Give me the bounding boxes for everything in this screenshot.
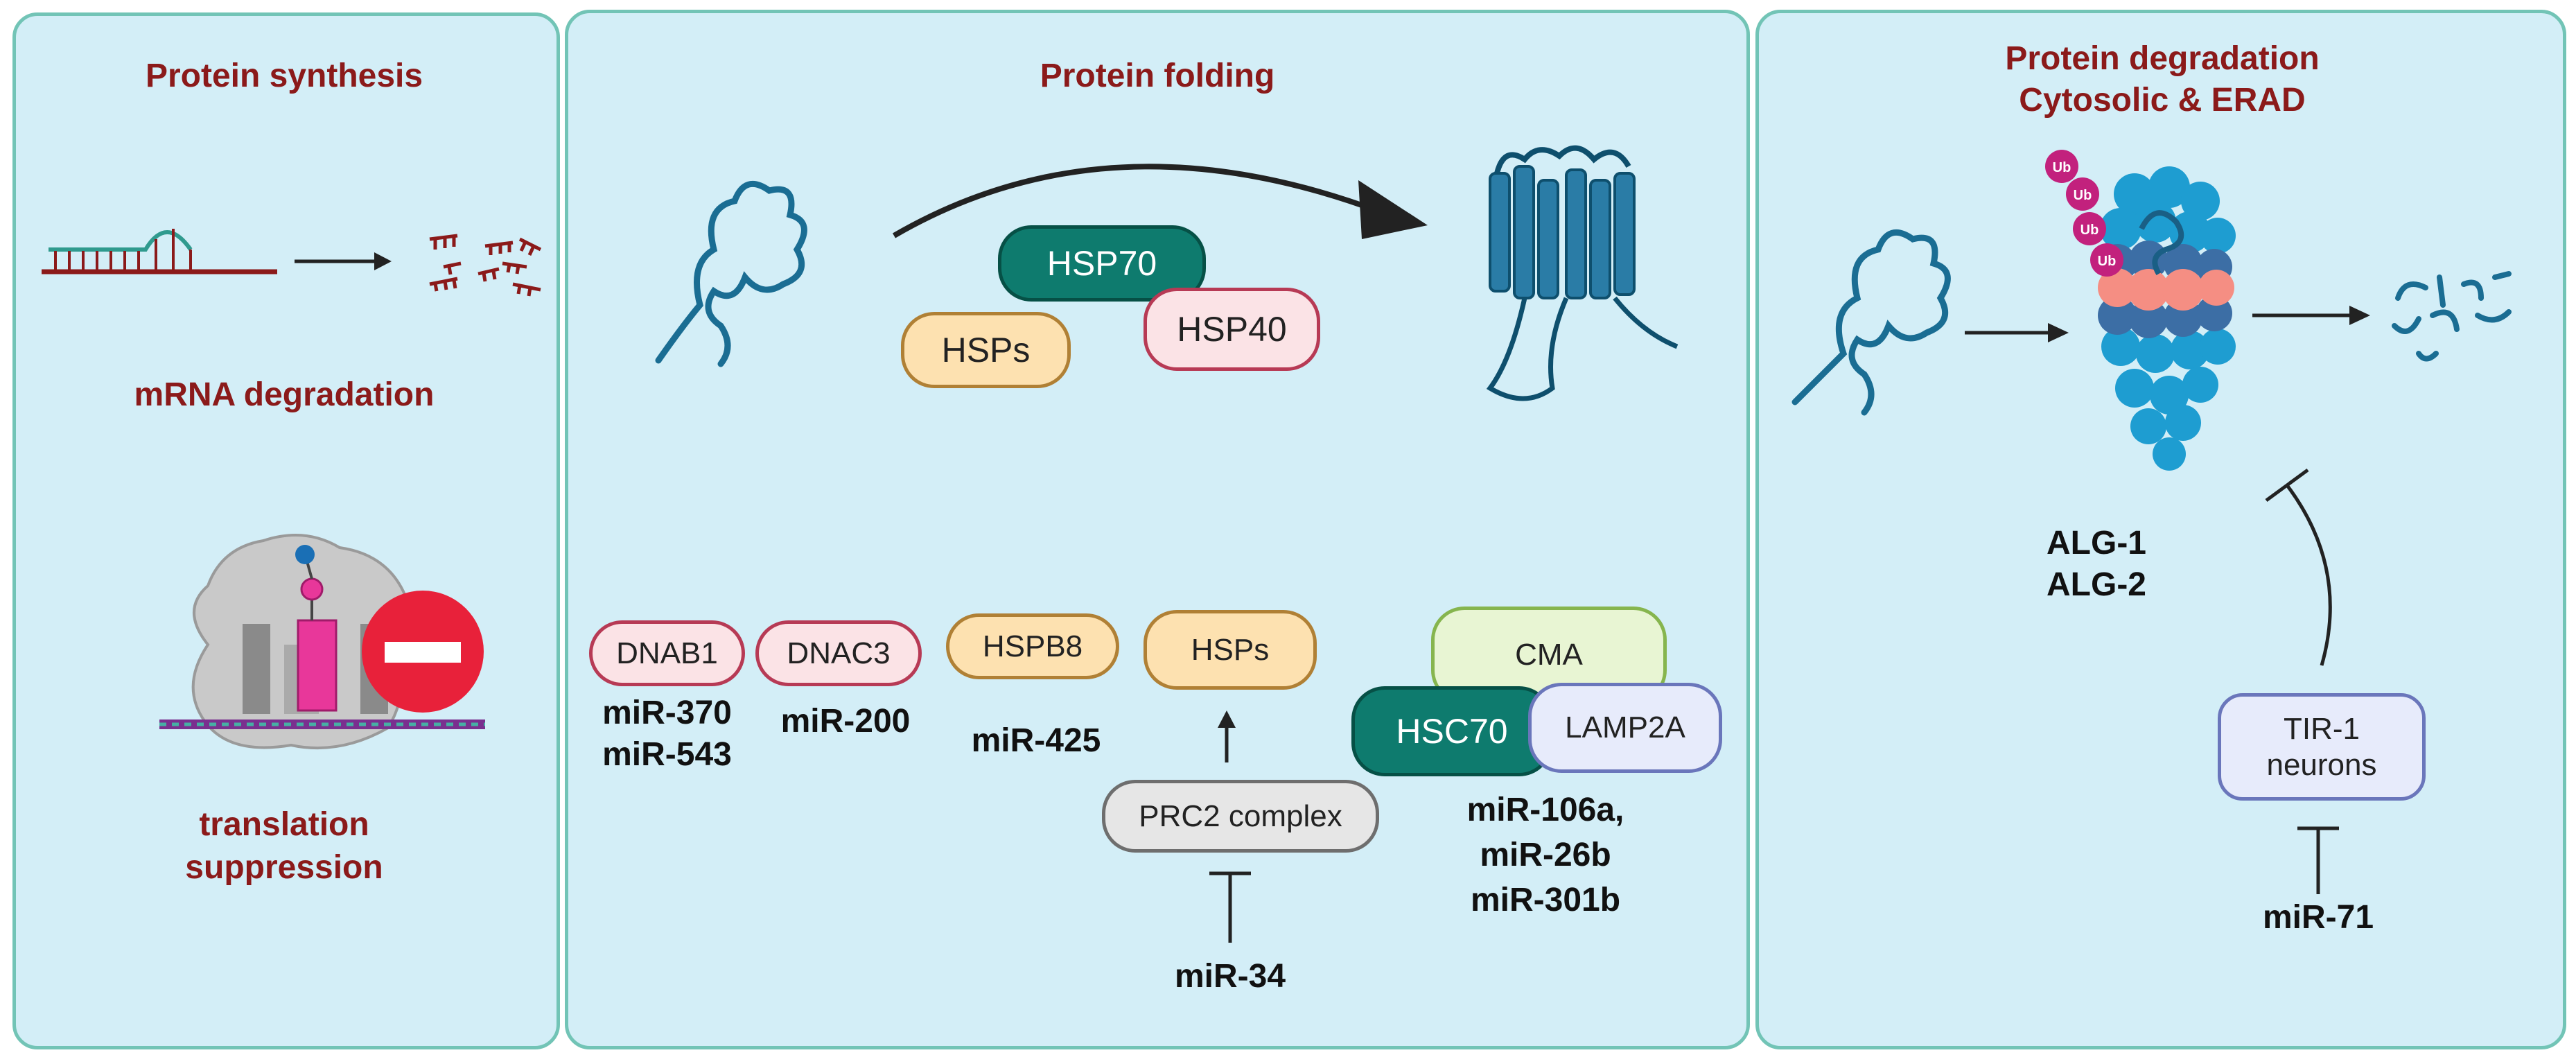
ub-label: Ub bbox=[2080, 223, 2099, 238]
mir-106a-label: miR-106a, bbox=[1466, 792, 1624, 828]
degradation-title-line1: Protein degradation bbox=[2005, 40, 2320, 77]
alg-2-label: ALG-2 bbox=[2047, 566, 2146, 603]
mir71-inhibition bbox=[2297, 826, 2339, 894]
folded-protein-icon bbox=[1486, 145, 1679, 401]
tir1-inhibits-proteasome bbox=[2265, 468, 2332, 666]
mrna-fragments-icon bbox=[429, 234, 542, 297]
mir-543-label: miR-543 bbox=[602, 736, 732, 773]
mir34-inhibition bbox=[1209, 871, 1251, 943]
prc2-to-hsps-arrow bbox=[1218, 710, 1236, 762]
mrna-degradation-label: mRNA degradation bbox=[134, 376, 435, 413]
ubiquitin-chain-icon: Ub Ub Ub Ub bbox=[2045, 150, 2123, 277]
mir-34-label: miR-34 bbox=[1174, 958, 1286, 995]
ub-label: Ub bbox=[2074, 188, 2092, 203]
unfolded-protein-icon bbox=[655, 181, 807, 367]
hsps-target-pill: HSPs bbox=[1144, 610, 1317, 690]
misfolded-protein-icon bbox=[1791, 229, 1951, 416]
tir1-neurons-box: TIR-1 neurons bbox=[2218, 693, 2426, 801]
mir-200-label: miR-200 bbox=[780, 703, 911, 740]
proteasome-to-peptides-arrow bbox=[2252, 306, 2370, 325]
panel-protein-synthesis bbox=[12, 12, 560, 1049]
translation-suppression-icon bbox=[159, 534, 485, 750]
degradation-title-line2: Cytosolic & ERAD bbox=[2019, 82, 2306, 119]
proteasome-icon bbox=[2098, 166, 2236, 471]
synthesis-title: Protein synthesis bbox=[145, 58, 423, 94]
mrna-arrow bbox=[295, 252, 392, 270]
hsc70-pill: HSC70 bbox=[1351, 686, 1552, 776]
hspb8-pill: HSPB8 bbox=[946, 613, 1119, 679]
mir-71-label: miR-71 bbox=[2262, 899, 2374, 936]
mir-26b-label: miR-26b bbox=[1480, 837, 1611, 873]
dnac3-pill: DNAC3 bbox=[755, 620, 922, 686]
mir-425-label: miR-425 bbox=[971, 722, 1101, 759]
lamp2a-pill: LAMP2A bbox=[1528, 683, 1722, 773]
mrna-icon bbox=[42, 229, 277, 274]
protein-to-proteasome-arrow bbox=[1965, 323, 2069, 342]
tir1-label: TIR-1 bbox=[2284, 711, 2360, 746]
ub-label: Ub bbox=[2098, 254, 2117, 269]
hsps-pill: HSPs bbox=[901, 312, 1071, 388]
mir-370-label: miR-370 bbox=[602, 695, 732, 731]
folding-title: Protein folding bbox=[1040, 58, 1275, 94]
dnab1-pill: DNAB1 bbox=[589, 620, 745, 686]
folding-arrow bbox=[892, 164, 1381, 238]
hsp40-pill: HSP40 bbox=[1144, 288, 1320, 371]
alg-1-label: ALG-1 bbox=[2047, 525, 2146, 561]
mir-301b-label: miR-301b bbox=[1470, 882, 1621, 918]
prc2-complex-pill: PRC2 complex bbox=[1102, 780, 1379, 853]
suppression-label: suppression bbox=[185, 849, 383, 886]
neurons-label: neurons bbox=[2266, 747, 2377, 782]
peptide-fragments-icon bbox=[2392, 271, 2512, 362]
ub-label: Ub bbox=[2053, 160, 2071, 175]
translation-label: translation bbox=[199, 806, 369, 843]
